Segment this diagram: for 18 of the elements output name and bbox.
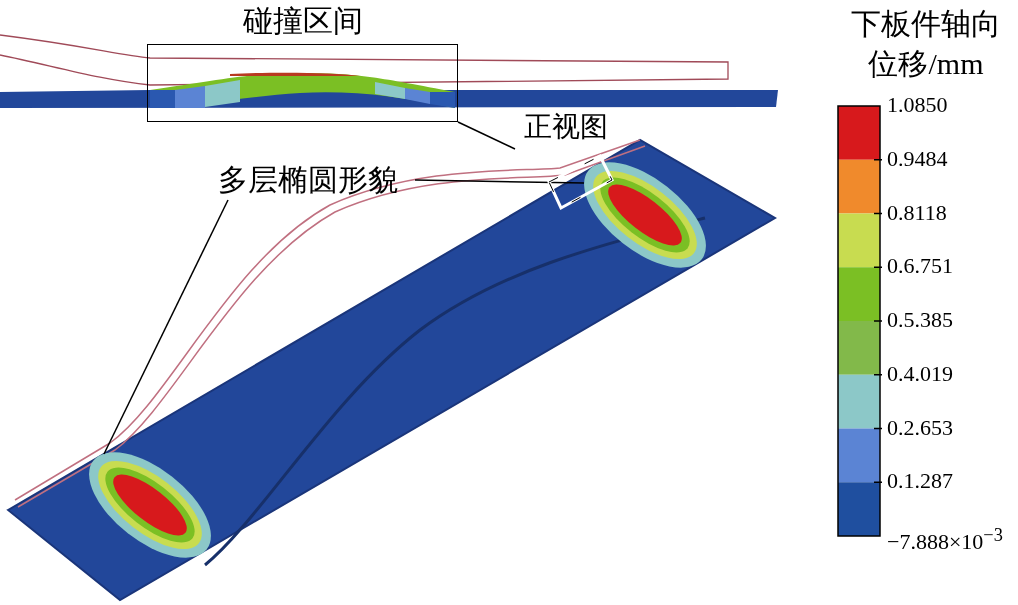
box-heading: 碰撞区间	[242, 3, 364, 39]
leader-line	[414, 179, 585, 184]
colorbar-title: 下板件轴向位移/mm	[850, 6, 1002, 82]
tick-label: 0.9484	[887, 145, 948, 172]
tick-label: −7.888×10$^{−3}$	[887, 524, 1003, 556]
tick-label: 0.2.653	[887, 414, 953, 441]
callout-text: 多层椭圆形貌	[218, 160, 418, 200]
tick-label: 0.6.751	[887, 253, 953, 280]
contour-ellipse	[584, 162, 706, 268]
leader-line	[457, 121, 516, 150]
tick-label: 0.8118	[887, 199, 947, 226]
tick-label: 0.5.385	[887, 307, 953, 333]
leader-line	[103, 199, 229, 455]
tick-label: 1.0850	[887, 92, 948, 118]
box-heading: 正视图	[523, 110, 609, 144]
contour-ellipse	[89, 452, 211, 558]
tick-label: 0.4.019	[887, 360, 953, 387]
tick-label: 0.1.287	[887, 468, 953, 495]
